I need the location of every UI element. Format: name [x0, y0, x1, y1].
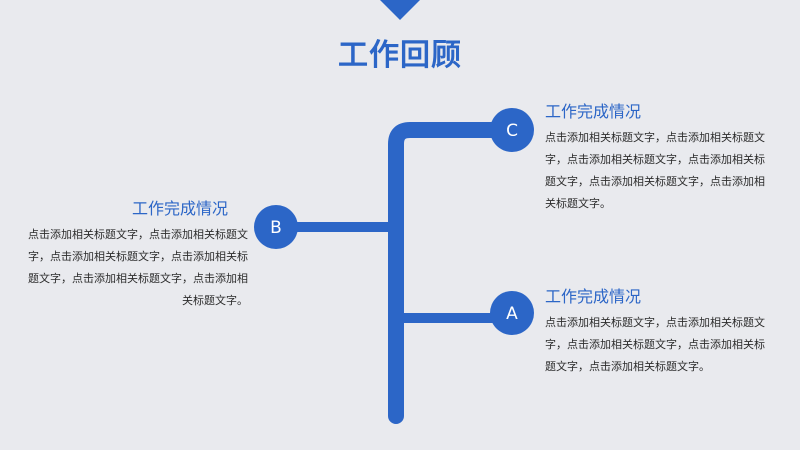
- branch-lines: [292, 122, 513, 424]
- block-c-heading: 工作完成情况: [545, 102, 642, 121]
- node-c-circle: [490, 108, 534, 152]
- block-b-body: 点击添加相关标题文字，点击添加相关标题文字，点击添加相关标题文字，点击添加相关标…: [28, 228, 248, 307]
- text-block-b: 工作完成情况 点击添加相关标题文字，点击添加相关标题文字，点击添加相关标题文字，…: [18, 198, 248, 312]
- page-title: 工作回顾: [338, 38, 462, 73]
- block-c-body: 点击添加相关标题文字，点击添加相关标题文字，点击添加相关标题文字，点击添加相关标…: [545, 131, 765, 210]
- node-a-circle: [490, 291, 534, 335]
- node-c-label: C: [506, 121, 518, 141]
- node-b-label: B: [270, 218, 282, 238]
- text-block-c: 工作完成情况 点击添加相关标题文字，点击添加相关标题文字，点击添加相关标题文字，…: [545, 101, 775, 215]
- block-a-heading: 工作完成情况: [545, 287, 642, 306]
- node-a: A: [490, 291, 534, 335]
- node-a-label: A: [506, 304, 518, 324]
- block-a-body: 点击添加相关标题文字，点击添加相关标题文字，点击添加相关标题文字，点击添加相关标…: [545, 316, 765, 373]
- main-stem: [388, 122, 513, 424]
- text-block-a: 工作完成情况 点击添加相关标题文字，点击添加相关标题文字，点击添加相关标题文字，…: [545, 286, 775, 378]
- node-b: B: [254, 205, 298, 249]
- block-b-heading: 工作完成情况: [131, 199, 228, 218]
- top-triangle-marker: [380, 0, 420, 20]
- node-b-circle: [254, 205, 298, 249]
- node-c: C: [490, 108, 534, 152]
